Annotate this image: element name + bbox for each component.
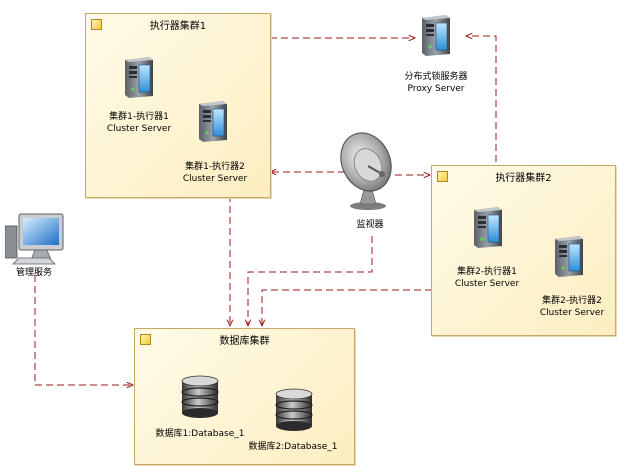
server-tower-icon [551, 235, 585, 277]
group-title: 数据库集群 [219, 336, 270, 347]
node-database-1[interactable]: 数据库1:Database_1 [146, 428, 254, 440]
group-badge-icon [140, 334, 151, 345]
node-name: 集群1-执行器1 [109, 112, 169, 122]
node-type: Cluster Server [106, 124, 172, 134]
node-name: 监视器 [356, 220, 384, 230]
group-badge-icon [91, 19, 102, 30]
group-database-cluster[interactable]: 数据库集群 [134, 328, 355, 465]
node-lock-server[interactable]: 分布式锁服务器 Proxy Server [388, 71, 484, 95]
server-tower-icon [418, 14, 452, 56]
node-monitor[interactable]: 监视器 [342, 219, 398, 231]
database-cylinder-icon [180, 375, 220, 419]
node-cluster2-executor1[interactable]: 集群2-执行器1 Cluster Server [440, 266, 534, 290]
connector-monitor-to-db [248, 236, 373, 326]
node-admin-service[interactable]: 管理服务 [4, 267, 64, 279]
database-cylinder-icon [274, 388, 314, 432]
group-title: 执行器集群2 [495, 173, 552, 184]
node-type: Proxy Server [407, 84, 465, 94]
connector-cluster2-to-lock-server [466, 36, 497, 162]
node-name: 数据库1:Database_1 [155, 429, 245, 439]
desktop-computer-icon [5, 213, 64, 265]
server-tower-icon [195, 100, 229, 142]
node-name: 数据库2:Database_1 [248, 442, 338, 452]
node-cluster2-executor2[interactable]: 集群2-执行器2 Cluster Server [525, 295, 619, 319]
server-tower-icon [121, 56, 155, 98]
satellite-dish-icon [340, 132, 392, 210]
node-type: Cluster Server [454, 279, 520, 289]
connector-admin-to-db-cluster [34, 275, 133, 385]
connector-cluster2-to-db [262, 289, 432, 326]
node-type: Cluster Server [182, 174, 248, 184]
group-executor-cluster-2[interactable]: 执行器集群2 [431, 165, 616, 336]
node-name: 管理服务 [15, 268, 52, 278]
group-executor-cluster-1[interactable]: 执行器集群1 [85, 13, 271, 198]
node-cluster1-executor1[interactable]: 集群1-执行器1 Cluster Server [92, 111, 186, 135]
node-name: 分布式锁服务器 [404, 72, 468, 82]
group-badge-icon [437, 171, 448, 182]
server-tower-icon [470, 206, 504, 248]
node-name: 集群1-执行器2 [185, 162, 245, 172]
group-title: 执行器集群1 [149, 21, 207, 32]
node-database-2[interactable]: 数据库2:Database_1 [238, 441, 348, 453]
node-cluster1-executor2[interactable]: 集群1-执行器2 Cluster Server [168, 161, 262, 185]
node-name: 集群2-执行器1 [457, 267, 517, 277]
node-type: Cluster Server [539, 308, 605, 318]
node-name: 集群2-执行器2 [542, 296, 602, 306]
